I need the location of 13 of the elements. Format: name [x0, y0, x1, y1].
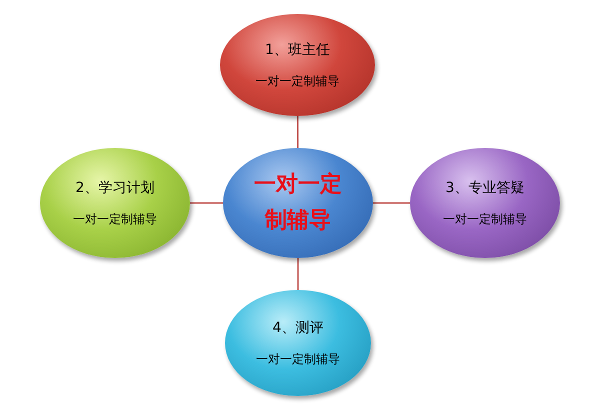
node-subtitle: 一对一定制辅导 — [73, 210, 157, 228]
connector-line — [297, 258, 299, 290]
node-subtitle: 一对一定制辅导 — [256, 72, 340, 90]
node-title: 2、学习计划 — [76, 178, 154, 196]
connector-line — [190, 202, 223, 204]
node-title: 3、专业答疑 — [446, 178, 524, 196]
node-subtitle: 一对一定制辅导 — [443, 210, 527, 228]
node-title: 1、班主任 — [265, 40, 330, 58]
connector-line — [296, 116, 299, 148]
node-subtitle: 一对一定制辅导 — [256, 350, 340, 368]
connector-line — [373, 202, 410, 204]
node-title: 4、测评 — [272, 318, 324, 336]
center-title: 一对一定制辅导 — [253, 170, 343, 235]
